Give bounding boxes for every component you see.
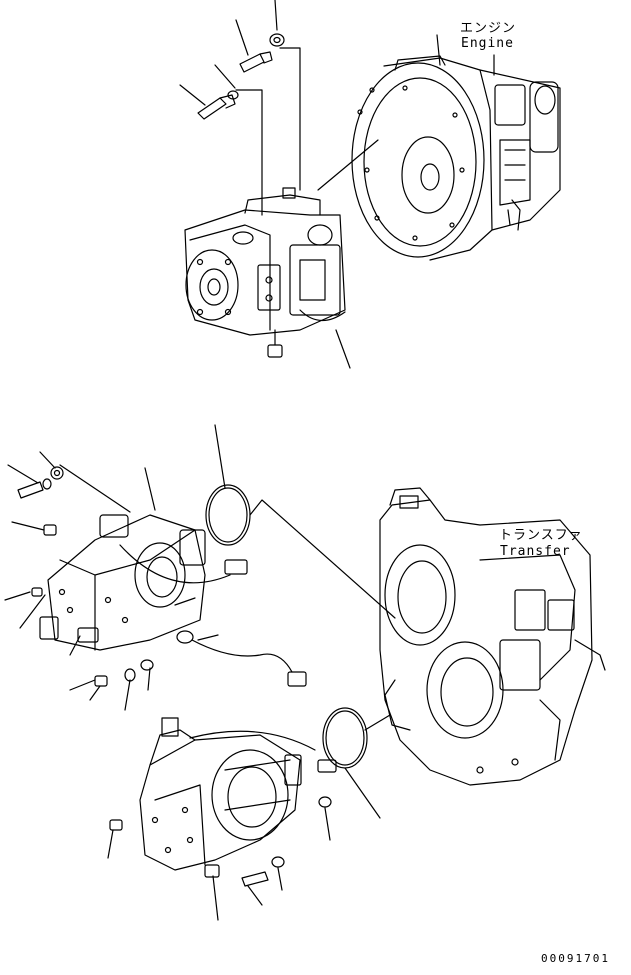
hydraulic-pump-upper (185, 188, 345, 357)
engine-label-jp: エンジン (460, 21, 517, 36)
o-rings (206, 485, 367, 768)
transfer-label-en: Transfer (500, 544, 571, 559)
upper-bolts-washers (198, 34, 284, 119)
figure-code: 00091701 (541, 952, 610, 965)
sensor-with-cable (177, 631, 306, 686)
transfer-case (380, 488, 605, 785)
lower-leader-lines (5, 425, 395, 920)
hydraulic-motor-upper (40, 515, 247, 650)
hydraulic-motor-lower (140, 718, 336, 877)
transfer-label-jp: トランスファ (499, 528, 583, 543)
engine-label-en: Engine (461, 36, 514, 51)
lower-bolts-and-fittings (18, 467, 331, 886)
upper-leader-lines (180, 0, 378, 368)
engine-flywheel-housing (352, 35, 560, 260)
